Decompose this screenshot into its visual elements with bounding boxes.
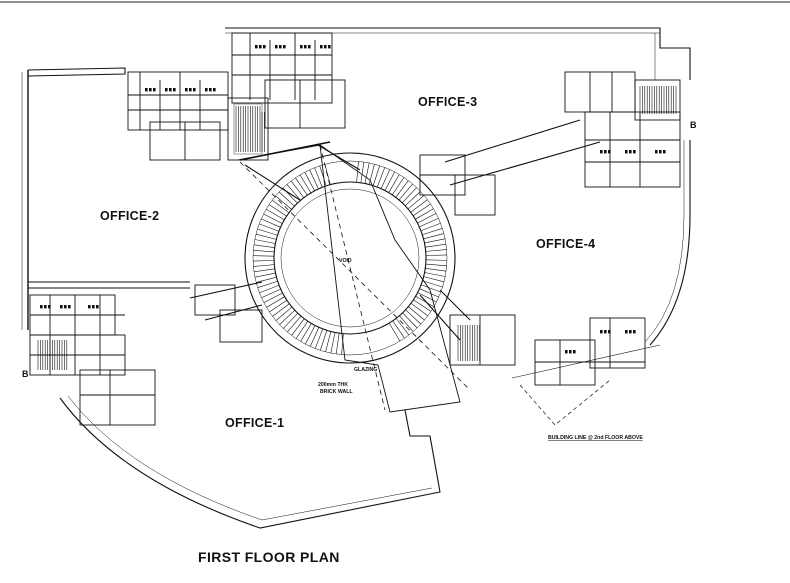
section-marker-right: B	[690, 120, 697, 130]
toilet-fixtures	[40, 45, 666, 354]
building-line-2nd-floor	[511, 344, 661, 379]
office-1-curve	[59, 397, 441, 529]
atrium-stairs-hatching	[253, 161, 447, 355]
room-label-office-2: OFFICE-2	[100, 209, 159, 223]
central-void-bridge	[237, 144, 461, 413]
core-south-east	[449, 314, 646, 386]
room-label-office-1: OFFICE-1	[225, 416, 284, 430]
atrium-outer-ring	[244, 152, 456, 364]
core-east	[564, 71, 681, 188]
void-label: VOID	[339, 258, 352, 264]
glazing-label: GLAZING	[354, 367, 377, 373]
room-label-office-3: OFFICE-3	[418, 95, 477, 109]
drawing-title: FIRST FLOOR PLAN	[198, 549, 340, 565]
brick-wall-label-line-2: BRICK WALL	[320, 389, 353, 395]
core-east-middle	[419, 154, 496, 216]
office-4-curve	[649, 140, 691, 346]
brick-wall-label-line-1: 200mm THK	[318, 382, 348, 388]
office-3-outline	[225, 27, 691, 80]
section-marker-left: B	[22, 369, 29, 379]
core-north	[231, 32, 346, 129]
office-2-outline	[27, 67, 126, 77]
core-north-west-top	[127, 71, 229, 161]
core-west	[29, 294, 156, 426]
stair-hatch-patches	[37, 86, 677, 370]
building-line-label: BUILDING LINE @ 2nd FLOOR ABOVE	[548, 435, 643, 441]
atrium-inner-ring	[273, 181, 427, 335]
core-west-middle	[194, 284, 263, 343]
room-label-office-4: OFFICE-4	[536, 237, 595, 251]
